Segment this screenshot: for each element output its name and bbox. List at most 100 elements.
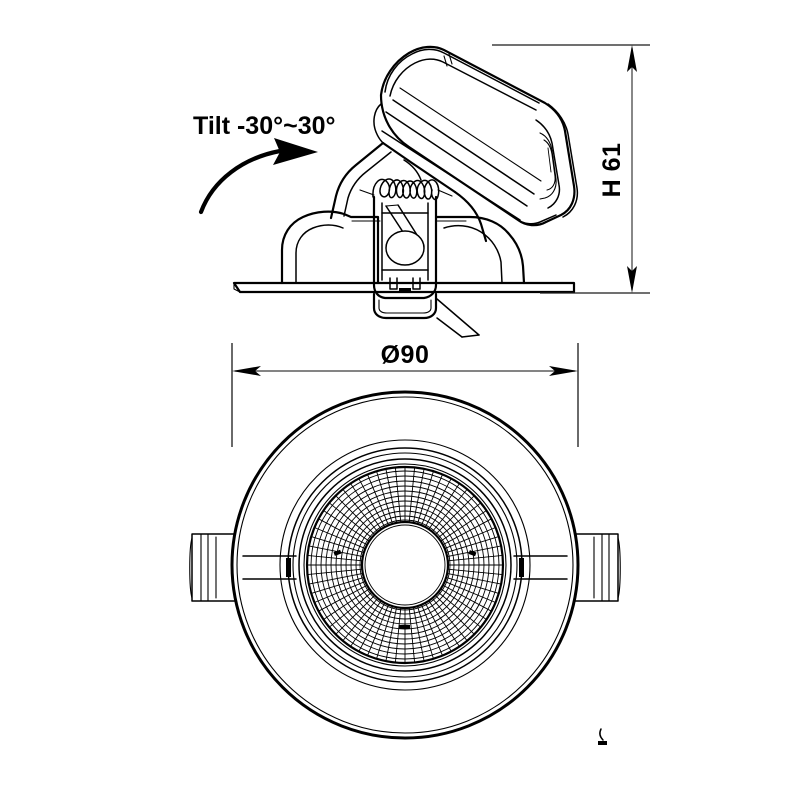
facet-spoke — [437, 502, 482, 539]
head-lock-tab-slot — [547, 147, 552, 173]
tilt-curved-arrow-shaft — [198, 148, 283, 215]
facet-spoke — [434, 495, 475, 536]
heatsink-fin-4 — [399, 87, 542, 182]
facet-spoke — [442, 584, 492, 612]
heatsink-left-shoulder — [373, 103, 384, 144]
facet-spoke — [408, 467, 416, 523]
tilt-label: Tilt -30°~30° — [193, 112, 336, 140]
facet-spoke — [367, 474, 389, 526]
bracket-inner-frame — [381, 202, 429, 281]
facet-spoke — [350, 600, 382, 647]
bezel-slot-mark-right — [519, 558, 524, 577]
facet-spoke — [328, 591, 373, 628]
facet-spoke — [421, 604, 443, 656]
facet-spoke — [424, 478, 452, 528]
head-bezel-outer — [547, 103, 579, 218]
facet-spoke — [335, 594, 376, 635]
facet-spoke — [314, 527, 366, 549]
facet-spoke — [412, 606, 425, 662]
facet-spoke — [394, 607, 402, 663]
spring-tab-right-cap — [617, 537, 621, 599]
flange-plate-edge-left — [233, 282, 241, 293]
bezel-slot-left — [242, 555, 297, 580]
facet-spoke — [440, 588, 487, 620]
facet-spoke — [358, 602, 386, 652]
bracket-bottom-cap — [372, 292, 438, 320]
height-dim-label: H 61 — [598, 143, 626, 198]
diameter-dimension: Ø90 — [231, 341, 579, 447]
spring-tab-left — [189, 533, 244, 602]
heatsink-fin-3 — [392, 99, 535, 195]
facet-spoke — [417, 605, 434, 660]
spring-tab-left-cap — [189, 537, 193, 599]
facet-spoke — [444, 527, 496, 549]
diameter-dim-label: Ø90 — [381, 341, 430, 369]
center-aperture-circle — [360, 520, 450, 610]
height-dimension: H 61 — [492, 44, 650, 294]
bracket-outer-frame — [372, 195, 438, 300]
facet-spoke — [442, 518, 492, 546]
facet-spoke — [376, 470, 393, 525]
facet-spoke — [417, 470, 434, 525]
housing-outline — [280, 210, 380, 285]
facet-spoke — [342, 597, 379, 642]
facet-spoke — [310, 536, 365, 553]
facet-spoke — [335, 495, 376, 536]
facet-spoke — [394, 467, 402, 523]
facet-spoke — [350, 483, 382, 530]
facet-spoke — [447, 568, 503, 576]
leader-line-bottom — [436, 317, 463, 338]
head-lock-tab — [539, 132, 557, 200]
bracket-leaf-edge — [385, 204, 399, 207]
spring-coil-path — [372, 178, 440, 201]
facet-spoke — [446, 572, 502, 585]
bezel-ring-3 — [292, 452, 518, 678]
facet-spoke — [307, 554, 363, 562]
flange-plate-outline — [232, 281, 576, 294]
heatsink-body-outline — [379, 45, 576, 227]
facet-spoke — [323, 510, 370, 542]
facet-spoke — [307, 568, 363, 576]
facet-spoke — [431, 488, 468, 533]
housing-body — [280, 210, 526, 285]
bezel-ring-4 — [298, 458, 512, 672]
yoke-left-arm — [329, 141, 385, 220]
bottom-plan-view — [189, 390, 621, 740]
lamp-head-assembly — [373, 45, 579, 227]
facet-spoke — [428, 483, 460, 530]
spring-end-left — [359, 189, 375, 196]
facet-spoke — [323, 588, 370, 620]
gimbal-yoke-assembly — [329, 141, 488, 243]
facet-spoke — [434, 594, 475, 635]
heatsink-fin-2 — [381, 130, 521, 221]
bracket-bottom-cap-inner — [378, 299, 432, 314]
stray-mark-stroke — [599, 728, 604, 741]
facet-spoke — [328, 502, 373, 539]
aperture-mark-bottom — [399, 625, 410, 629]
head-rear-lower — [517, 214, 557, 225]
head-lock-tab-inner — [543, 139, 556, 191]
bezel-ring-5 — [303, 463, 507, 667]
facet-spoke — [445, 536, 500, 553]
yoke-pivot-collar — [403, 159, 422, 181]
heatsink-lower-edge — [381, 141, 457, 194]
stray-mark-artifact — [598, 728, 607, 745]
pivot-boss-circle — [385, 230, 425, 266]
aperture-mark-top-right — [468, 550, 477, 557]
reflector-cone — [305, 465, 505, 665]
facet-spoke — [367, 604, 389, 656]
housing-dome-right — [443, 224, 503, 284]
heatsink-top-cap — [384, 48, 540, 104]
leader-line-diagonal — [436, 298, 480, 336]
facet-spoke — [314, 581, 366, 603]
center-aperture-inner — [364, 524, 446, 606]
stray-mark-dot — [598, 741, 607, 745]
housing-dome-left — [295, 224, 344, 284]
facet-spoke — [408, 607, 416, 663]
arrowhead-down-icon — [627, 266, 637, 293]
section-leader-lines — [436, 298, 480, 338]
facet-spoke — [342, 488, 379, 533]
facet-spoke — [308, 572, 364, 585]
arrowhead-up-icon — [627, 45, 637, 72]
